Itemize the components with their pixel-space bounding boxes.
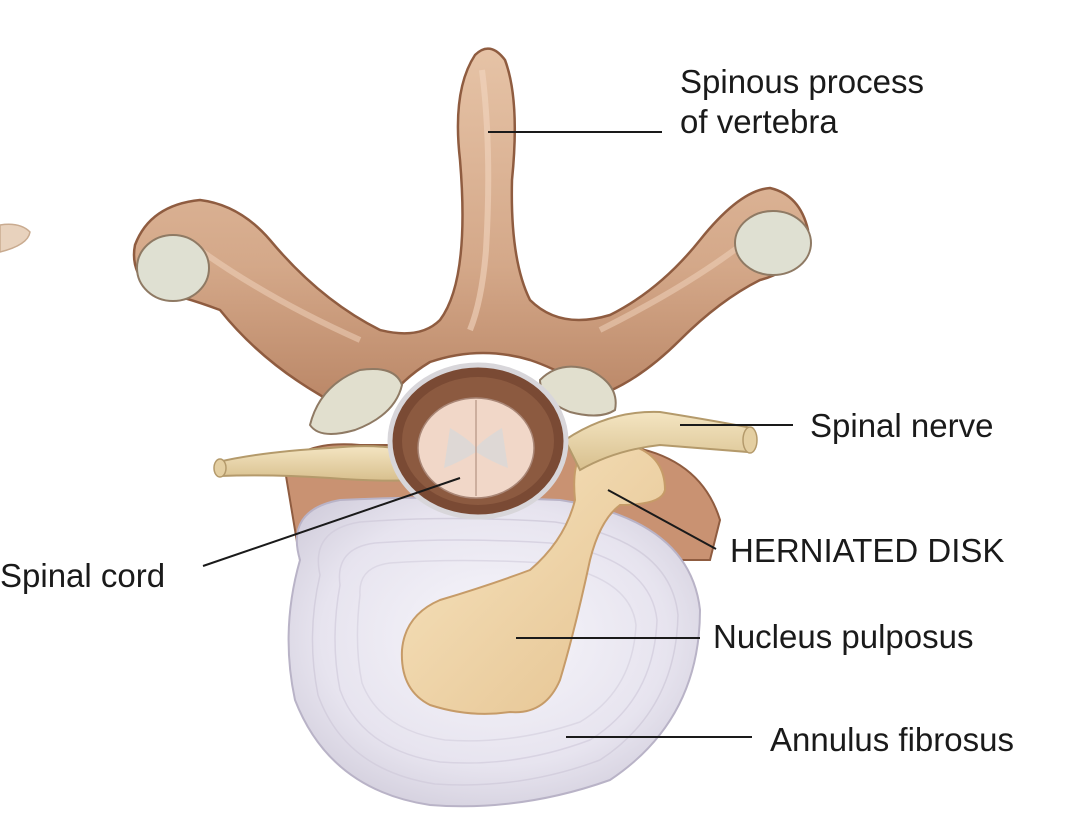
label-spinous-line2: of vertebra bbox=[680, 103, 838, 140]
nucleus-pulposus-shape bbox=[400, 440, 667, 715]
label-spinal-cord: Spinal cord bbox=[0, 557, 166, 594]
label-nucleus-pulposus: Nucleus pulposus bbox=[713, 618, 974, 655]
left-inferior-facet bbox=[308, 368, 404, 435]
label-herniated-disk: HERNIATED DISK bbox=[730, 532, 1005, 569]
left-facet bbox=[136, 234, 210, 302]
label-spinous-process: Spinous process of vertebra bbox=[680, 62, 924, 142]
label-spinous-line1: Spinous process bbox=[680, 63, 924, 100]
spinal-cord-shape bbox=[417, 397, 535, 499]
leader-cord bbox=[202, 477, 461, 567]
label-annulus-fibrosus: Annulus fibrosus bbox=[770, 721, 1014, 758]
leader-lines bbox=[202, 131, 793, 738]
label-spinal-nerve: Spinal nerve bbox=[810, 407, 994, 444]
adjacent-facet-fragment bbox=[0, 223, 31, 253]
right-facet bbox=[734, 210, 812, 276]
leader-herniated bbox=[607, 489, 717, 550]
